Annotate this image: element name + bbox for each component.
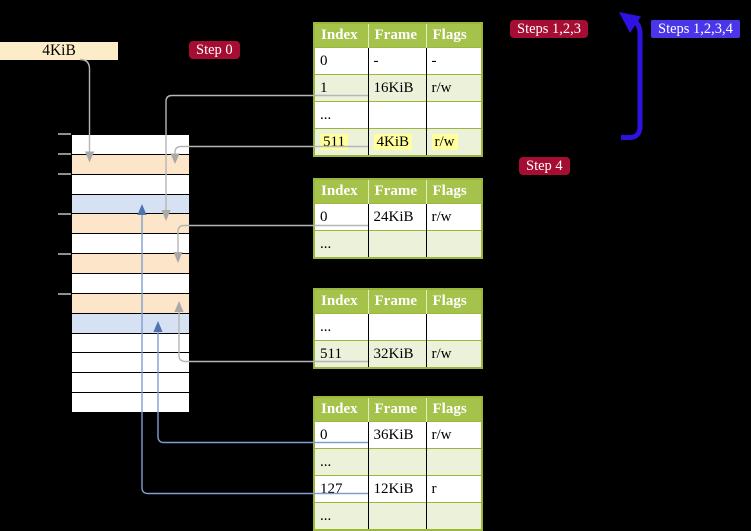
address-tick — [58, 153, 71, 155]
highlight: r/w — [431, 133, 458, 150]
cell-index: 511 — [314, 340, 368, 368]
cell-index: ... — [314, 448, 368, 476]
cell-flags — [425, 313, 482, 341]
page-table-4: Index Frame Flags 0 36KiB r/w ... 127 12… — [313, 396, 483, 531]
column-header-frame: Frame — [367, 397, 426, 422]
column-header-index: Index — [314, 289, 368, 314]
cell-flags — [425, 101, 482, 129]
page-table-1: Index Frame Flags 0 - - 1 16KiB r/w ... … — [313, 22, 483, 157]
table-row: ... — [314, 230, 482, 258]
column-header-flags: Flags — [425, 397, 482, 422]
memory-column — [71, 134, 190, 413]
column-header-index: Index — [314, 179, 368, 204]
cell-flags — [425, 230, 482, 258]
table-row: ... — [314, 101, 482, 129]
table-header-row: Index Frame Flags — [314, 397, 482, 422]
cell-frame: 36KiB — [367, 421, 426, 449]
cell-index: ... — [314, 101, 368, 129]
column-header-frame: Frame — [367, 179, 426, 204]
cell-frame — [367, 101, 426, 129]
page-table-3: Index Frame Flags ... 511 32KiB r/w — [313, 288, 483, 369]
address-tick — [58, 133, 71, 135]
cell-frame — [367, 313, 426, 341]
column-header-index: Index — [314, 397, 368, 422]
memory-row — [72, 393, 189, 413]
cell-index: 0 — [314, 421, 368, 449]
step-4-badge: Step 4 — [519, 157, 570, 175]
cell-frame — [367, 230, 426, 258]
address-tick — [58, 213, 71, 215]
table-header-row: Index Frame Flags — [314, 289, 482, 314]
table-row: ... — [314, 448, 482, 476]
memory-row — [72, 313, 189, 334]
cell-index: 0 — [314, 203, 368, 231]
step-0-badge: Step 0 — [189, 41, 240, 59]
cell-index: ... — [314, 313, 368, 341]
address-tick — [58, 252, 71, 255]
table-row: 0 24KiB r/w — [314, 203, 482, 231]
memory-row — [72, 135, 189, 155]
cell-index: 511 — [314, 128, 368, 156]
highlight: 511 — [320, 133, 348, 150]
cell-flags — [425, 448, 482, 476]
table-row-highlighted: 511 4KiB r/w — [314, 128, 482, 156]
table-row: 0 36KiB r/w — [314, 421, 482, 449]
table-header-row: Index Frame Flags — [314, 179, 482, 204]
column-header-flags: Flags — [425, 179, 482, 204]
table-row: 1 16KiB r/w — [314, 74, 482, 102]
cell-frame: 24KiB — [367, 203, 426, 231]
memory-row — [72, 373, 189, 394]
table-row: 0 - - — [314, 47, 482, 75]
big-blue-arrow — [619, 12, 643, 140]
cell-flags: r/w — [425, 421, 482, 449]
cell-index: 127 — [314, 475, 368, 503]
cell-flags: r/w — [425, 203, 482, 231]
column-header-flags: Flags — [425, 289, 482, 314]
table-header-row: Index Frame Flags — [314, 23, 482, 48]
page-table-2: Index Frame Flags 0 24KiB r/w ... — [313, 178, 483, 259]
cell-flags: r/w — [425, 128, 482, 156]
table-row: ... — [314, 502, 482, 530]
cell-index: ... — [314, 230, 368, 258]
column-header-frame: Frame — [367, 23, 426, 48]
table-row: ... — [314, 313, 482, 341]
memory-row — [72, 333, 189, 354]
column-header-index: Index — [314, 23, 368, 48]
cell-frame: - — [367, 47, 426, 75]
cell-flags: r — [425, 475, 482, 503]
memory-row — [72, 274, 189, 294]
highlight: 4KiB — [373, 133, 413, 150]
cell-frame: 4KiB — [367, 128, 426, 156]
cell-frame: 12KiB — [367, 475, 426, 503]
frame-size-label: 4KiB — [0, 42, 118, 60]
memory-row — [72, 353, 189, 374]
memory-row — [72, 293, 189, 314]
cell-frame — [367, 448, 426, 476]
address-tick — [58, 173, 71, 175]
steps-123-badge: Steps 1,2,3 — [510, 20, 589, 38]
cell-index: 0 — [314, 47, 368, 75]
table-row: 511 32KiB r/w — [314, 340, 482, 368]
memory-row — [72, 174, 189, 195]
cell-frame: 16KiB — [367, 74, 426, 102]
cell-flags: r/w — [425, 74, 482, 102]
memory-row — [72, 234, 189, 255]
memory-row — [72, 194, 189, 215]
table-row: 127 12KiB r — [314, 475, 482, 503]
cell-index: 1 — [314, 74, 368, 102]
cell-index: ... — [314, 502, 368, 530]
cell-flags: - — [425, 47, 482, 75]
column-header-frame: Frame — [367, 289, 426, 314]
memory-row — [72, 254, 189, 275]
cell-flags: r/w — [425, 340, 482, 368]
cell-frame — [367, 502, 426, 530]
memory-row — [72, 214, 189, 235]
cell-flags — [425, 502, 482, 530]
steps-1234-badge: Steps 1,2,3,4 — [651, 20, 740, 38]
cell-frame: 32KiB — [367, 340, 426, 368]
column-header-flags: Flags — [425, 23, 482, 48]
memory-row — [72, 154, 189, 175]
address-tick — [58, 292, 71, 295]
